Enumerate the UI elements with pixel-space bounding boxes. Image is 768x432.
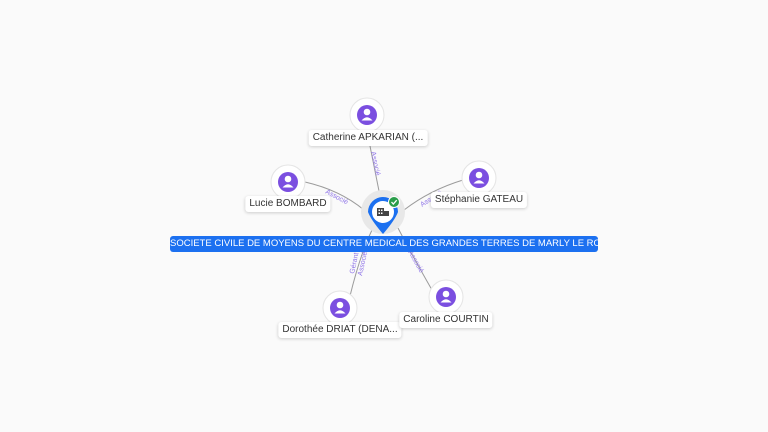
edge-label-catherine: Associé [369,151,381,177]
building-icon [377,208,389,216]
person-node-catherine[interactable] [349,97,385,133]
person-label-catherine[interactable]: Catherine APKARIAN (... [308,130,428,146]
person-node-dorothee[interactable] [322,290,358,326]
edge-lucie [304,181,365,211]
person-node-caroline[interactable] [428,279,464,315]
person-icon [330,298,350,318]
person-label-caroline[interactable]: Caroline COURTIN [399,312,493,328]
person-label-stephanie[interactable]: Stéphanie GATEAU [430,192,528,208]
person-icon [436,287,456,307]
edge-dorothee [349,229,373,297]
edge-label-dorothee-1: Gérant [349,252,360,274]
check-icon [388,196,400,208]
person-icon [357,105,377,125]
person-icon [278,172,298,192]
person-label-dorothee[interactable]: Dorothée DRIAT (DENA... [278,322,402,338]
edge-caroline [397,227,433,291]
edge-label-dorothee-2: Associé [357,251,369,277]
person-node-lucie[interactable] [270,164,306,200]
person-node-stephanie[interactable] [461,160,497,196]
company-label[interactable]: SOCIETE CIVILE DE MOYENS DU CENTRE MEDIC… [170,236,598,252]
edge-label-caroline: Associé [406,250,424,275]
company-node[interactable] [361,190,405,234]
person-icon [469,168,489,188]
person-label-lucie[interactable]: Lucie BOMBARD [245,196,331,212]
